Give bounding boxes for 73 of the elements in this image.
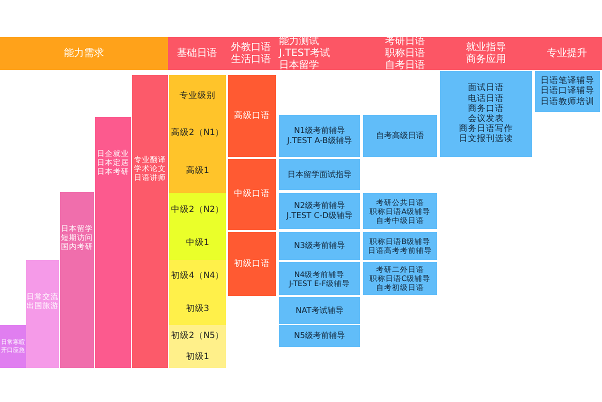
oral-level-box [228, 159, 276, 230]
level-box [169, 325, 226, 347]
need-column [132, 75, 168, 368]
box-text: 中级1 [184, 238, 210, 249]
box-text: 初级1 [184, 352, 210, 363]
box-text: 基础日语 [176, 48, 218, 60]
box-text: J.TEST A-B级辅导 [286, 136, 353, 146]
box-text: J.TEST C-D级辅导 [285, 211, 354, 221]
box-text: 高级2（N1） [170, 128, 226, 139]
box-text: 就业指导 [465, 42, 507, 54]
box-text: 日本留学面试指导 [286, 170, 352, 180]
need-column [95, 117, 131, 368]
box-text: 能力需求 [63, 48, 105, 60]
box-text: J.TEST考试 [278, 48, 332, 60]
box-text: N2级考前辅导 [292, 201, 346, 211]
header-bar [532, 37, 602, 70]
course-box [279, 262, 360, 295]
box-text: 初级2（N5） [170, 330, 226, 342]
course-box [363, 115, 437, 157]
oral-level-box [228, 75, 276, 157]
box-text: 高级1 [184, 166, 210, 177]
box-text: 中级2（N2） [170, 204, 226, 216]
box-text: 职称日语 [384, 48, 426, 60]
box-text: 专业级别 [178, 90, 216, 102]
box-text: 自考日语 [384, 60, 426, 72]
course-box [279, 297, 360, 324]
box-text: 生活口语 [230, 54, 272, 66]
box-text: 中级口语 [233, 189, 271, 200]
course-box [279, 193, 360, 229]
box-text: 外教口语 [230, 42, 272, 54]
course-box [363, 193, 437, 229]
course-box [535, 71, 600, 112]
level-box [169, 347, 226, 368]
oral-level-box [228, 232, 276, 296]
level-box [169, 293, 226, 325]
box-text: 初级4（N4） [170, 271, 226, 282]
level-box [169, 193, 226, 227]
box-text: N5级考前辅导 [292, 331, 346, 341]
box-text: 日语教师培训 [540, 96, 596, 107]
box-text: 自考高级日语 [375, 131, 425, 141]
need-column [60, 192, 94, 368]
box-text: N3级考前辅导 [292, 241, 346, 251]
need-column [0, 325, 26, 368]
box-text: 会议发表 [467, 114, 505, 124]
box-text: 专业提升 [546, 48, 588, 60]
level-box [169, 75, 226, 117]
box-text: 初级口语 [233, 258, 271, 270]
box-text: 日文报刊选读 [458, 134, 514, 145]
course-box [279, 159, 360, 190]
course-box [440, 71, 532, 157]
box-text: 商务应用 [465, 54, 507, 66]
box-text: 面试日语 [467, 83, 505, 94]
header-bar [0, 37, 168, 70]
box-text: 电话日语 [467, 94, 505, 104]
level-box [169, 260, 226, 293]
level-box [169, 227, 226, 260]
course-box [279, 115, 360, 157]
course-box [279, 232, 360, 260]
box-text: N1级考前辅导 [292, 126, 346, 136]
box-text: 商务口语 [467, 104, 505, 114]
box-text: 日语口译辅导 [540, 86, 596, 97]
need-column [26, 260, 59, 368]
course-box [279, 325, 360, 347]
header-bar [168, 37, 226, 70]
course-box [363, 232, 437, 260]
box-text: 初级3 [184, 304, 210, 314]
box-text: 商务日语写作 [458, 124, 514, 134]
course-box [363, 262, 437, 295]
level-box [169, 150, 226, 193]
box-text: 日本留学 [278, 60, 320, 72]
box-text: NAT考试辅导 [294, 306, 344, 316]
box-text: 高级口语 [233, 110, 271, 122]
box-text: 日语笔译辅导 [540, 76, 596, 86]
